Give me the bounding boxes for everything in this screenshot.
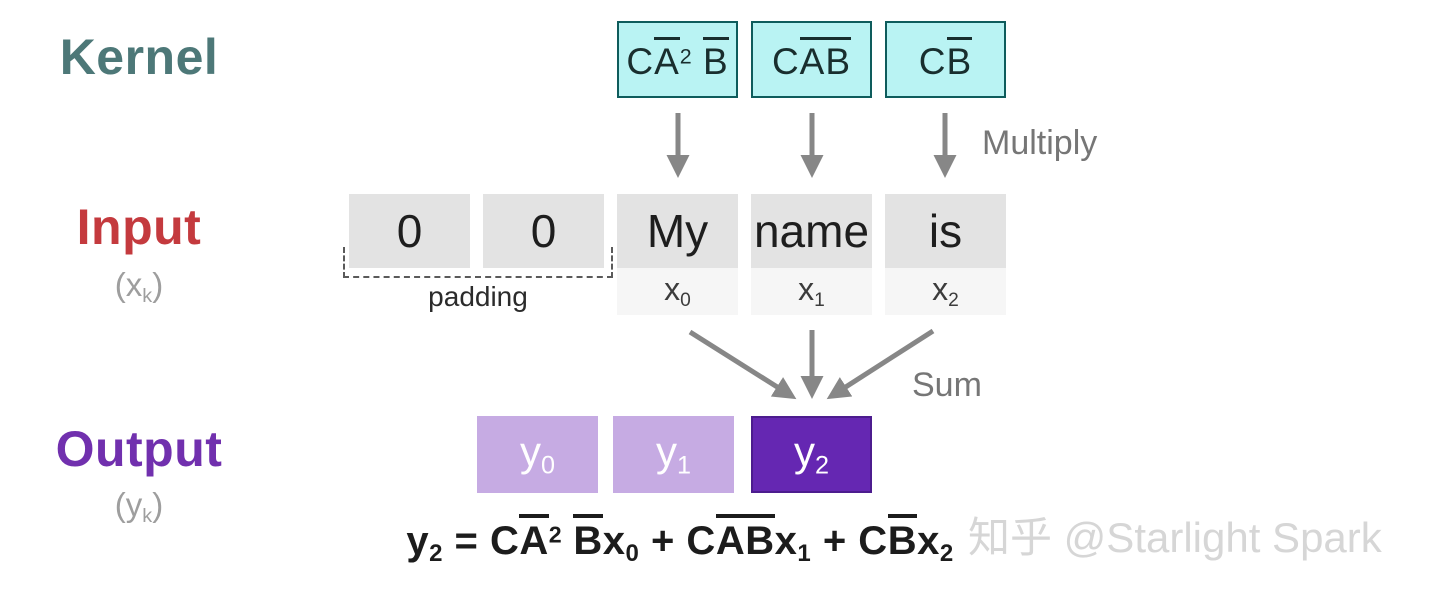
- multiply-annotation: Multiply: [982, 124, 1098, 162]
- input-var-x2: x2: [885, 268, 1006, 315]
- output-box-y2: y2: [751, 416, 872, 493]
- sum-arrow-left: [688, 329, 797, 400]
- input-var-x1-text: x1: [798, 271, 825, 311]
- input-var-x2-text: x2: [932, 271, 959, 311]
- kernel-row-label: Kernel: [59, 29, 219, 85]
- padding-bracket: [343, 247, 613, 278]
- output-row-label: Output: [55, 421, 223, 477]
- padding-label: padding: [428, 281, 528, 312]
- output-box-y0: y0: [477, 416, 598, 493]
- input-cell-pad-1: 0: [349, 194, 470, 268]
- input-cell-my: My: [617, 194, 738, 268]
- input-var-x1: x1: [751, 268, 872, 315]
- input-row-label: Input: [76, 199, 202, 255]
- output-box-y2-text: y2: [793, 428, 829, 480]
- output-box-y1: y1: [613, 416, 734, 493]
- output-row-sublabel: (yk): [114, 486, 164, 527]
- watermark: 知乎 @Starlight Spark: [968, 514, 1382, 561]
- kernel-box-cab: CAB: [751, 21, 872, 98]
- kernel-box-cab-text: CAB: [772, 36, 852, 83]
- input-row-sublabel: (xk): [114, 266, 164, 307]
- input-cell-name-text: name: [753, 205, 870, 257]
- input-var-x0: x0: [617, 268, 738, 315]
- input-cell-pad-2-text: 0: [530, 205, 557, 257]
- kernel-box-cb-text: CB: [919, 36, 973, 83]
- input-cell-pad-1-text: 0: [396, 205, 423, 257]
- kernel-box-cb: CB: [885, 21, 1006, 98]
- kernel-box-ca2b-text: CA2 B: [626, 36, 729, 83]
- sum-annotation: Sum: [912, 366, 982, 404]
- input-cell-is-text: is: [928, 205, 963, 257]
- output-formula: y2 = CA2 Bx0 + CABx1 + CBx2: [360, 514, 1000, 568]
- output-box-y1-text: y1: [655, 428, 691, 480]
- input-cell-pad-2: 0: [483, 194, 604, 268]
- kernel-box-ca2b: CA2 B: [617, 21, 738, 98]
- input-cell-my-text: My: [646, 205, 709, 257]
- output-box-y0-text: y0: [519, 428, 555, 480]
- input-cell-is: is: [885, 194, 1006, 268]
- input-cell-name: name: [751, 194, 872, 268]
- input-var-x0-text: x0: [664, 271, 691, 311]
